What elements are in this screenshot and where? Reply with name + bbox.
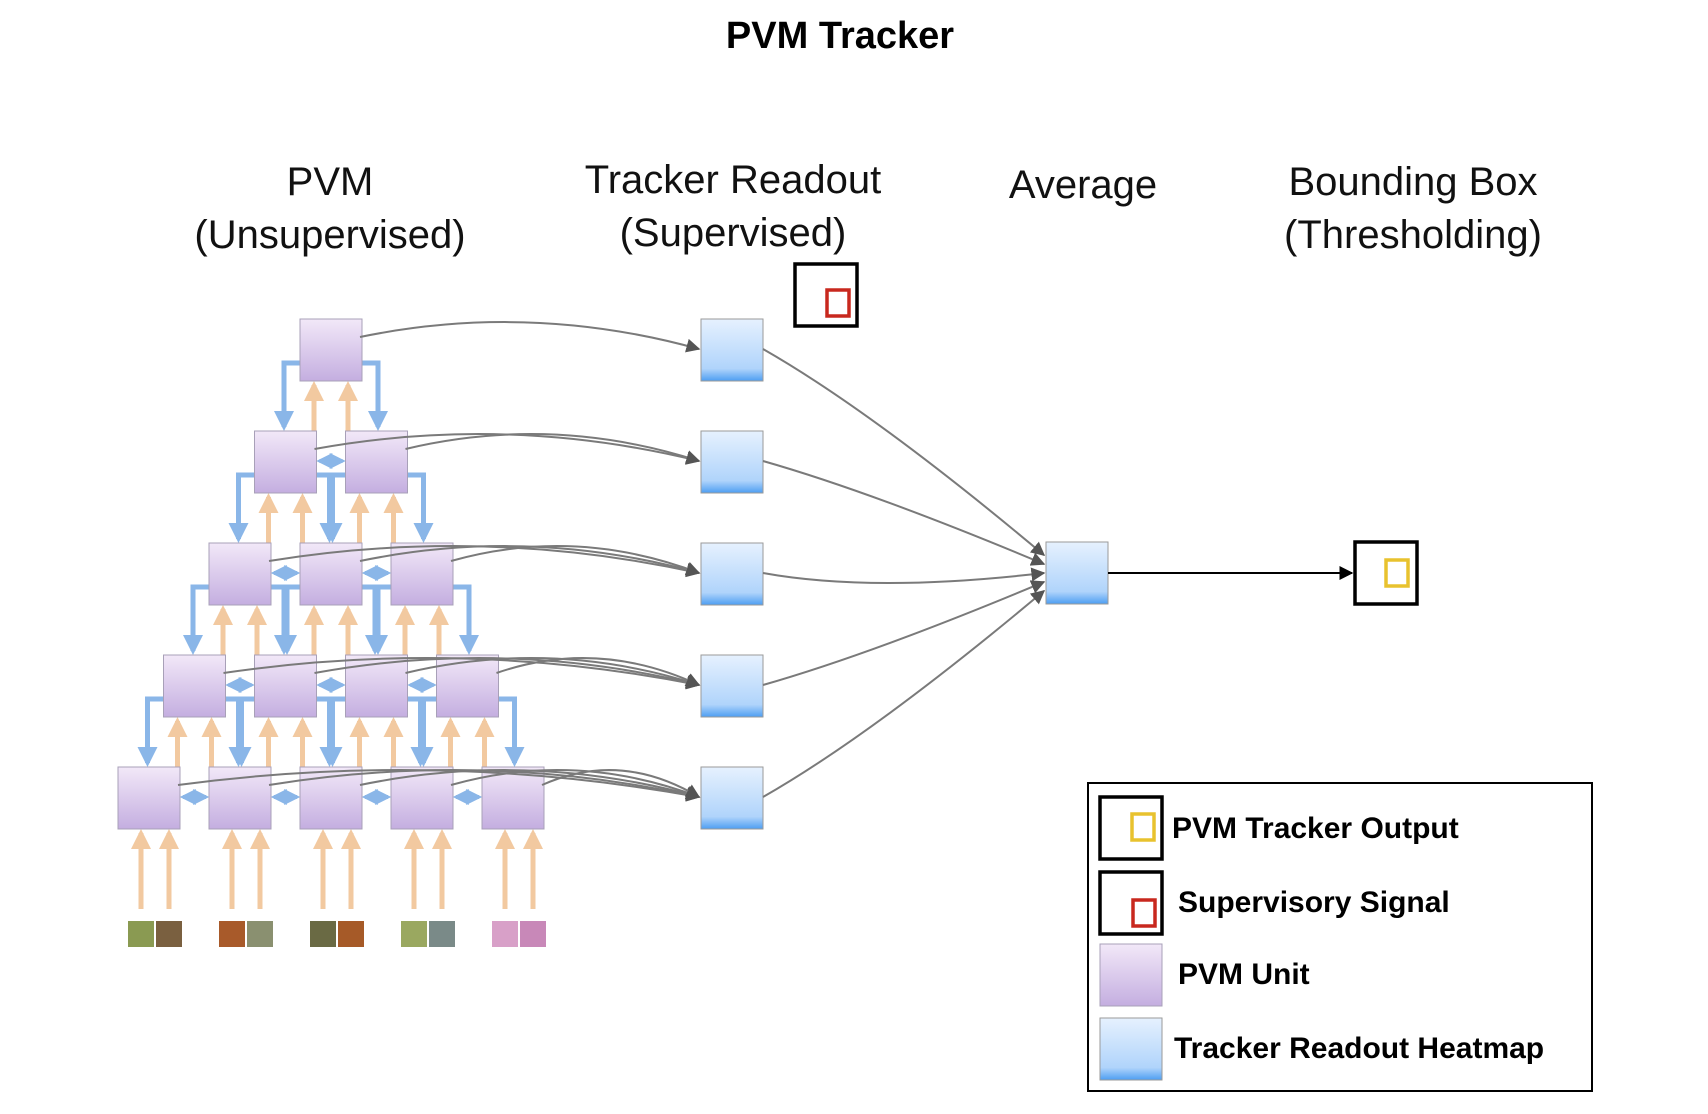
feedback-arrow <box>447 584 479 655</box>
supervisory-signal-box <box>793 262 859 328</box>
feedback-arrow <box>410 696 443 767</box>
pvm-unit <box>208 542 272 606</box>
feedback-arrow <box>228 472 261 543</box>
header-readout-line2: (Supervised) <box>620 211 847 255</box>
feedback-arrow <box>492 696 525 767</box>
pvm-unit <box>481 766 545 830</box>
input-patch <box>156 921 182 947</box>
readout-unit <box>700 654 764 718</box>
input-patches <box>128 921 546 947</box>
pvm-unit <box>390 542 454 606</box>
average-connection <box>762 348 1046 556</box>
readout-connection <box>541 769 701 798</box>
header-readout-line1: Tracker Readout <box>585 158 881 202</box>
average-connection <box>762 580 1046 686</box>
pvm-unit <box>390 766 454 830</box>
feedback-arrow <box>137 696 170 767</box>
feedback-arrows <box>137 360 525 805</box>
bounding-box-output <box>1353 540 1419 606</box>
header-bbox-line1: Bounding Box <box>1288 160 1537 204</box>
readout-column <box>700 318 764 830</box>
input-patch <box>247 921 273 947</box>
feedback-arrow <box>365 584 397 655</box>
readout-unit <box>700 542 764 606</box>
input-arrows <box>131 381 543 909</box>
pvm-unit <box>163 654 226 718</box>
average-unit <box>1045 541 1109 605</box>
readout-connections <box>177 321 1046 802</box>
pvm-unit <box>345 654 408 718</box>
input-patch <box>492 921 518 947</box>
pvm-unit <box>345 430 408 494</box>
readout-connection <box>405 657 701 688</box>
input-patch <box>520 921 546 947</box>
readout-connection <box>450 545 701 576</box>
header-pvm-line1: PVM <box>287 160 374 204</box>
feedback-arrow <box>274 360 306 431</box>
page-title: PVM Tracker <box>726 15 954 57</box>
input-patch <box>310 921 336 947</box>
legend-item-readout-heatmap: Tracker Readout Heatmap <box>1099 1017 1544 1081</box>
feedback-arrow <box>319 472 352 543</box>
readout-unit <box>700 766 764 830</box>
input-patch <box>401 921 427 947</box>
readout-connection <box>405 433 701 464</box>
readout-unit <box>700 430 764 494</box>
feedback-arrow <box>401 472 434 543</box>
input-patch <box>128 921 154 947</box>
header-bbox-line2: (Thresholding) <box>1284 213 1542 257</box>
readout-connection <box>496 657 701 687</box>
legend-label-readout-heatmap: Tracker Readout Heatmap <box>1174 1032 1544 1065</box>
pvm-unit <box>299 318 363 382</box>
pvm-unit <box>254 430 317 494</box>
feedback-arrow <box>228 696 261 767</box>
legend-frame <box>1087 782 1593 1092</box>
legend: PVM Tracker Output Supervisory Signal PV… <box>1087 782 1593 1092</box>
legend-item-pvm-unit: PVM Unit <box>1099 943 1310 1007</box>
legend-label-supervisory-signal: Supervisory Signal <box>1178 886 1450 919</box>
header-pvm-line2: (Unsupervised) <box>194 213 465 257</box>
input-patch <box>338 921 364 947</box>
average-connection <box>762 460 1046 566</box>
readout-connection <box>359 321 701 353</box>
legend-label-pvm-unit: PVM Unit <box>1178 958 1310 991</box>
legend-item-supervisory-signal: Supervisory Signal <box>1098 870 1450 936</box>
input-patch <box>429 921 455 947</box>
average-connection <box>762 590 1046 798</box>
legend-item-tracker-output: PVM Tracker Output <box>1098 795 1459 861</box>
pvm-unit <box>117 766 181 830</box>
readout-connection <box>450 769 701 800</box>
pvm-pyramid <box>117 318 545 830</box>
feedback-arrow <box>274 584 306 655</box>
feedback-arrow <box>183 584 215 655</box>
feedback-arrow <box>356 360 388 431</box>
header-average: Average <box>1009 163 1157 207</box>
feedback-arrow <box>319 696 352 767</box>
input-patch <box>219 921 245 947</box>
readout-unit <box>700 318 764 382</box>
legend-label-tracker-output: PVM Tracker Output <box>1172 812 1459 845</box>
average-connection <box>762 567 1046 584</box>
